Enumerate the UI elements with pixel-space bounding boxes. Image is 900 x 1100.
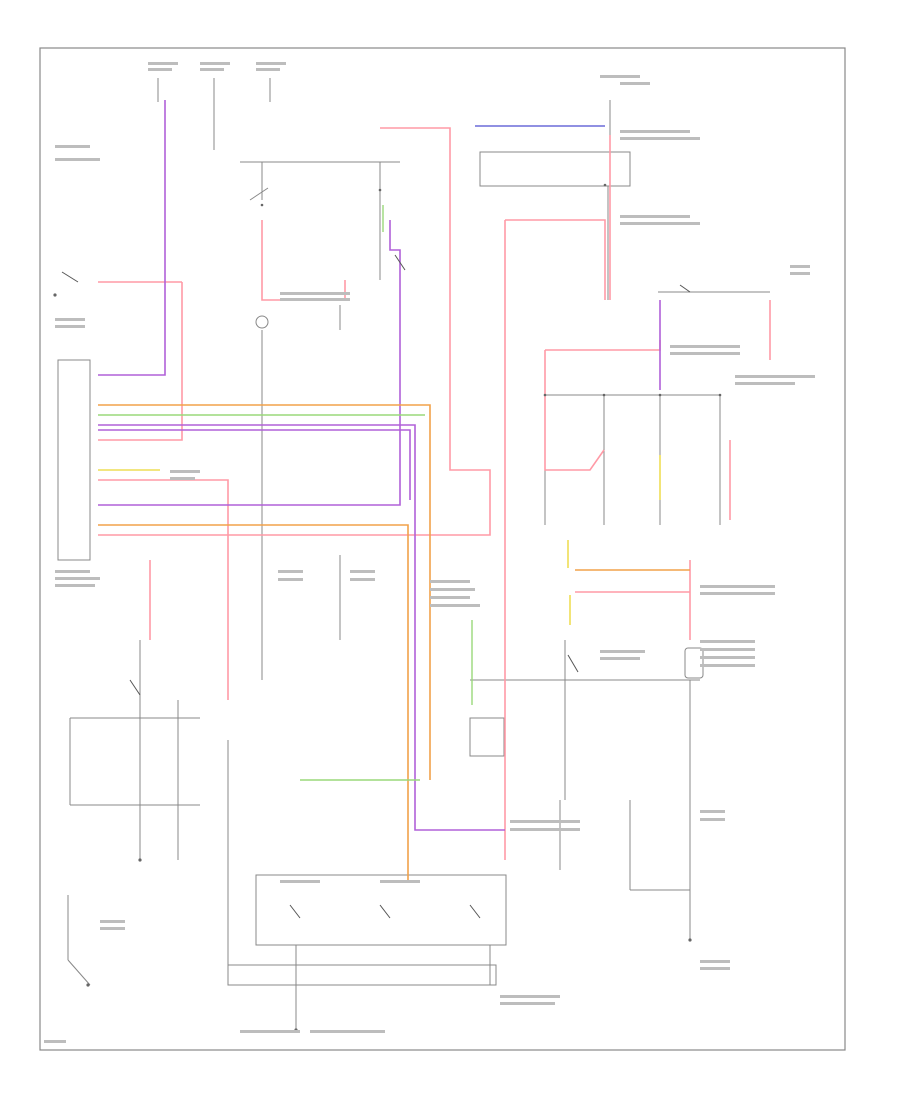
illegible-labels (44, 62, 815, 1043)
violet-wires (98, 100, 661, 831)
diagram-border (39, 47, 846, 1051)
red-wires (98, 127, 771, 860)
green-wires (98, 205, 473, 781)
switch-contacts (61, 254, 691, 919)
terminal-dots (53, 183, 722, 1032)
orange-wires (98, 404, 690, 880)
yellow-wires (98, 455, 661, 625)
